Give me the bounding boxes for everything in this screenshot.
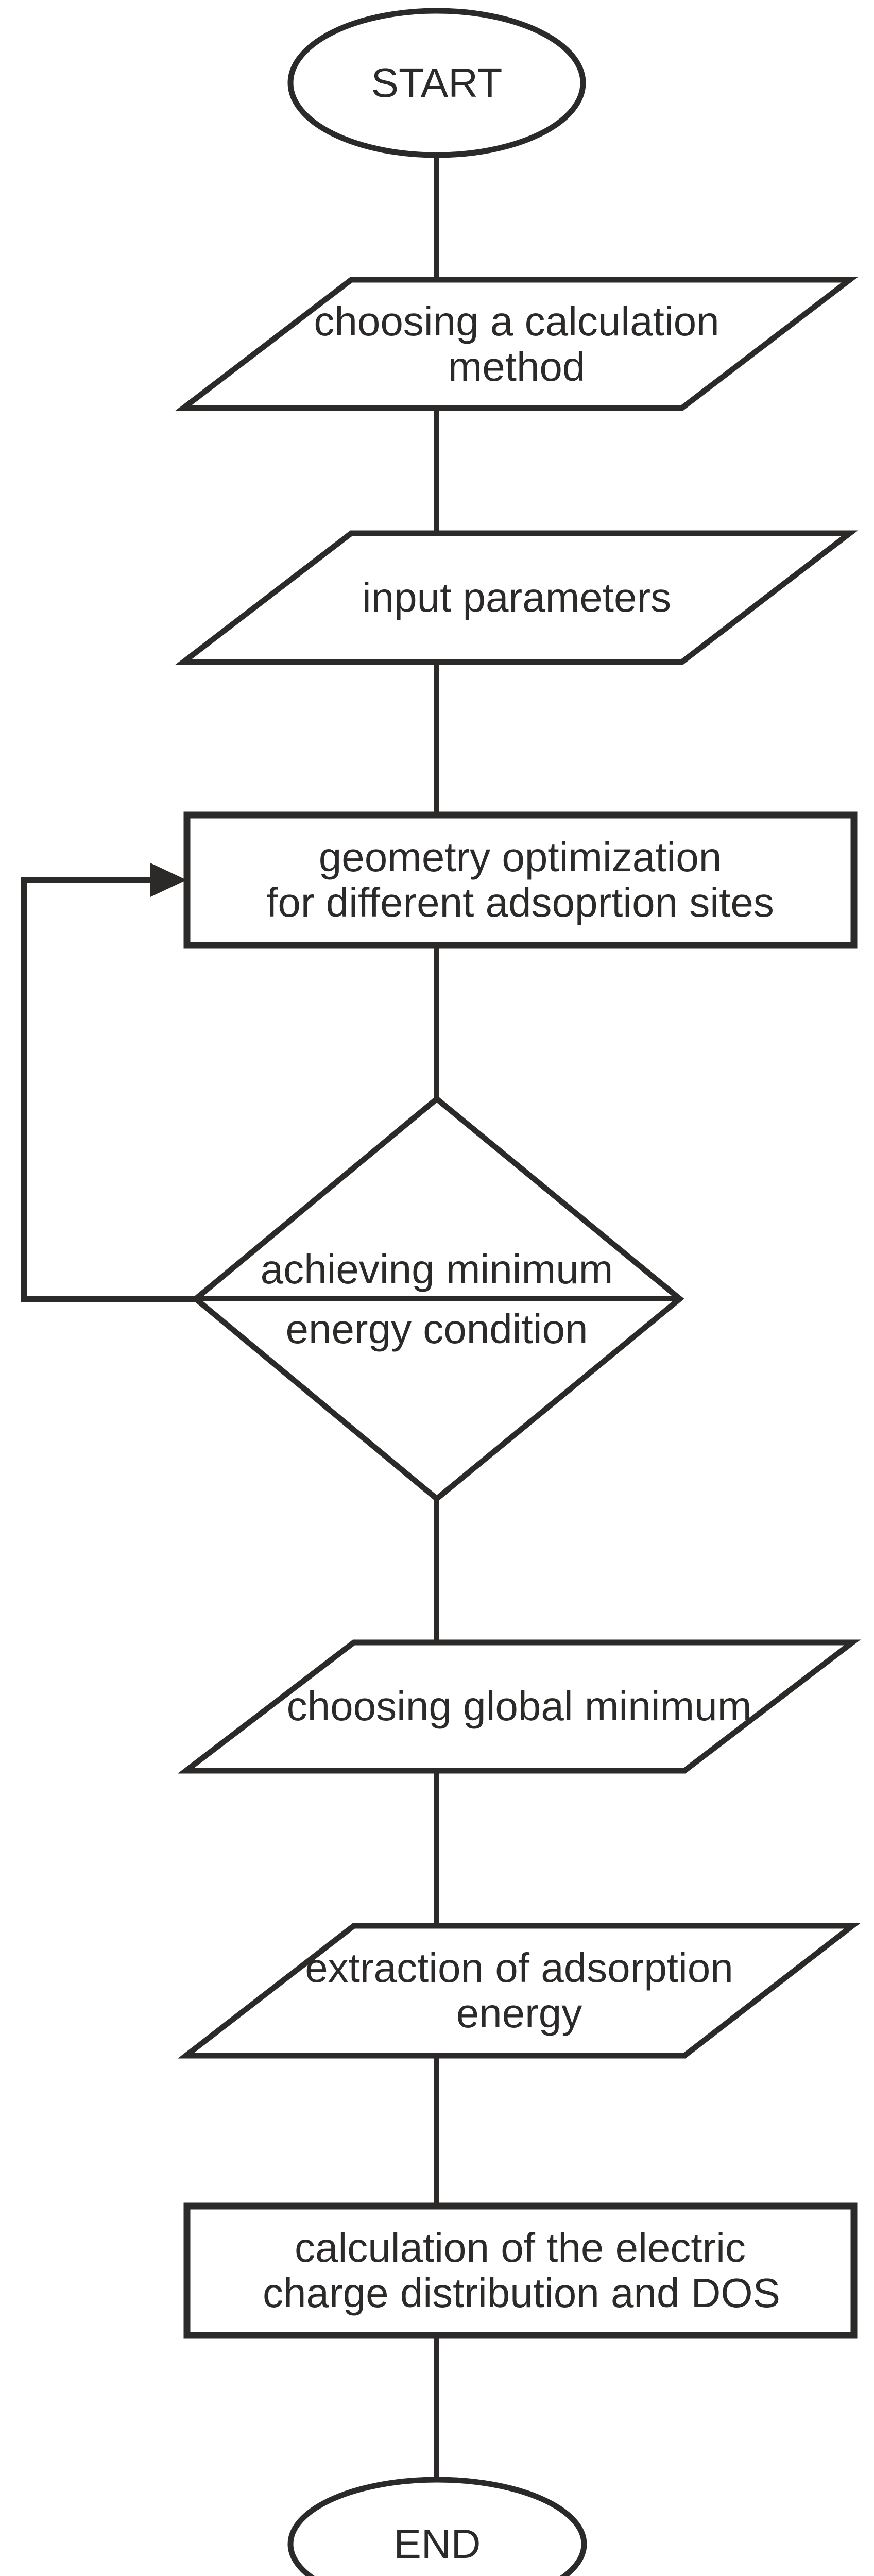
choose-method-label-line1: choosing a calculation [314, 298, 719, 344]
start-label: START [371, 60, 503, 106]
choose-method-label: choosing a calculation method [259, 299, 774, 389]
choose-method-parallelogram-shape [175, 277, 859, 411]
extraction-energy-label-line1: extraction of adsorption [305, 1945, 733, 1991]
geometry-optimization-label-line2: for different adsoprtion sites [266, 879, 774, 925]
start-terminator-shape [287, 8, 586, 158]
extraction-energy-parallelogram-shape [177, 1923, 861, 2059]
input-parameters-label: input parameters [362, 574, 672, 620]
charge-dos-rectangle-shape [183, 2202, 858, 2339]
charge-dos-label-line2: charge distribution and DOS [263, 2270, 780, 2316]
extraction-energy-label: extraction of adsorption energy [262, 1945, 777, 2036]
geometry-optimization-label: geometry optimization for different adso… [263, 835, 778, 925]
charge-dos-label: calculation of the electric charge distr… [263, 2225, 780, 2316]
choose-method-label-line2: method [448, 344, 586, 389]
end-label: END [393, 2521, 481, 2567]
extraction-energy-label-line2: energy [456, 1990, 582, 2036]
decision-label-line2: energy condition [285, 1306, 588, 1352]
decision-label-line1: achieving minimum [260, 1246, 613, 1292]
geometry-optimization-rectangle-shape [183, 811, 858, 949]
loopback-arrowhead-icon [150, 863, 186, 897]
end-terminator-shape [287, 2477, 587, 2576]
choose-global-minimum-label: choosing global minimum [286, 1683, 752, 1729]
input-parameters-parallelogram-shape [175, 530, 859, 665]
charge-dos-label-line1: calculation of the electric [294, 2225, 746, 2270]
geometry-optimization-label-line1: geometry optimization [318, 834, 722, 880]
edge-decision-loopback-line [21, 877, 198, 1302]
choose-global-minimum-parallelogram-shape [177, 1639, 861, 1774]
